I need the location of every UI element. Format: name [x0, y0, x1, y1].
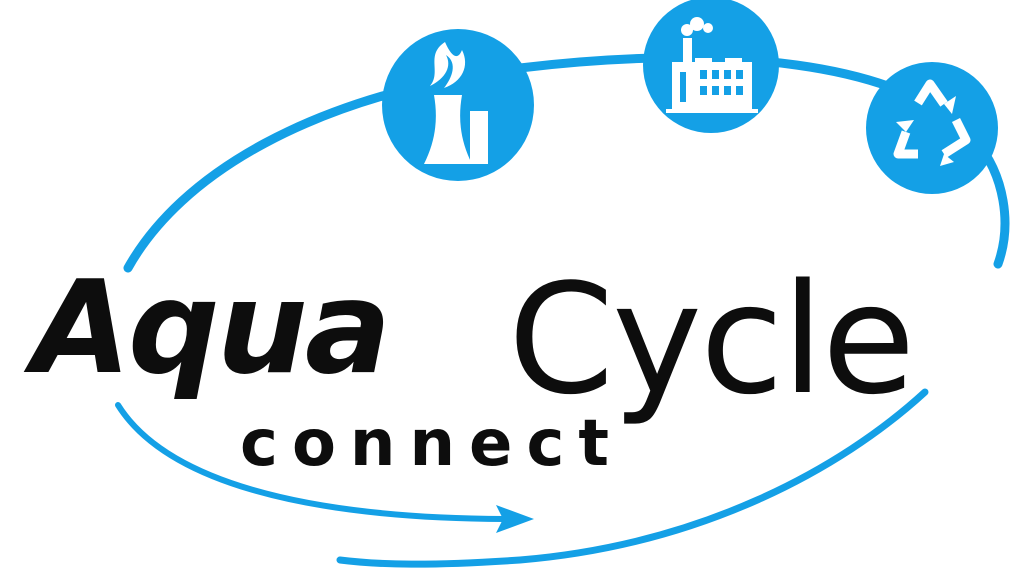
orbit-arrow [115, 402, 508, 522]
logo-word-cycle: Cycle [508, 251, 913, 428]
logo-word-connect: connect [240, 407, 623, 481]
factory-icon [643, 0, 779, 133]
orbit-arc-top [123, 53, 1010, 273]
cooling-tower-icon [382, 29, 534, 181]
logo-word-aqua: Aqua [23, 254, 388, 403]
orbit-arrowhead [496, 505, 534, 533]
orbit-arc-bottom [336, 388, 929, 568]
recycle-icon [866, 62, 998, 194]
